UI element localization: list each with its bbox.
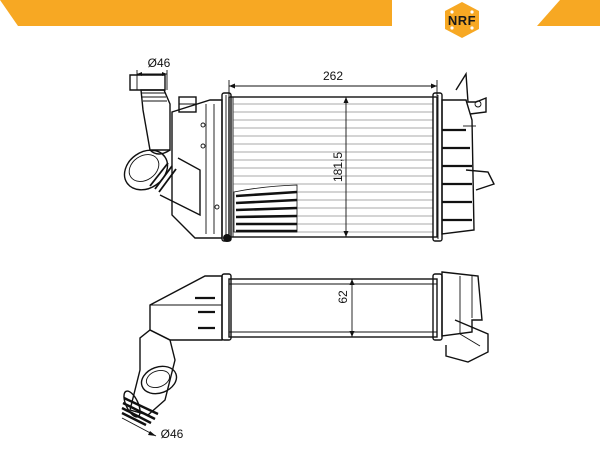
bottom-hose	[121, 329, 178, 427]
width-dimension: 262	[228, 69, 438, 96]
height-label: 181,5	[331, 152, 345, 182]
width-label: 262	[323, 69, 343, 83]
left-tank	[171, 92, 232, 242]
bottom-diameter-dimension: Ø46	[121, 417, 184, 441]
header-banner-left	[0, 0, 392, 26]
core-fin-detail	[233, 184, 298, 233]
bottom-diameter-label: Ø46	[161, 427, 184, 441]
top-diameter-label: Ø46	[148, 56, 171, 70]
top-hose	[129, 74, 197, 155]
depth-dimension: 62	[336, 279, 355, 337]
header-banner-right	[537, 0, 600, 26]
top-view: 262	[123, 56, 495, 242]
left-tank-side	[149, 273, 232, 341]
bottom-view: 62	[121, 271, 489, 441]
right-tank-side	[432, 271, 489, 363]
right-tank	[432, 71, 495, 242]
top-diameter-dimension: Ø46	[136, 56, 171, 90]
svg-text:NRF: NRF	[448, 13, 476, 28]
height-dimension: 181,5	[331, 97, 349, 237]
side-inlet	[123, 149, 201, 217]
nrf-logo: NRF	[445, 2, 479, 38]
depth-label: 62	[336, 290, 350, 304]
